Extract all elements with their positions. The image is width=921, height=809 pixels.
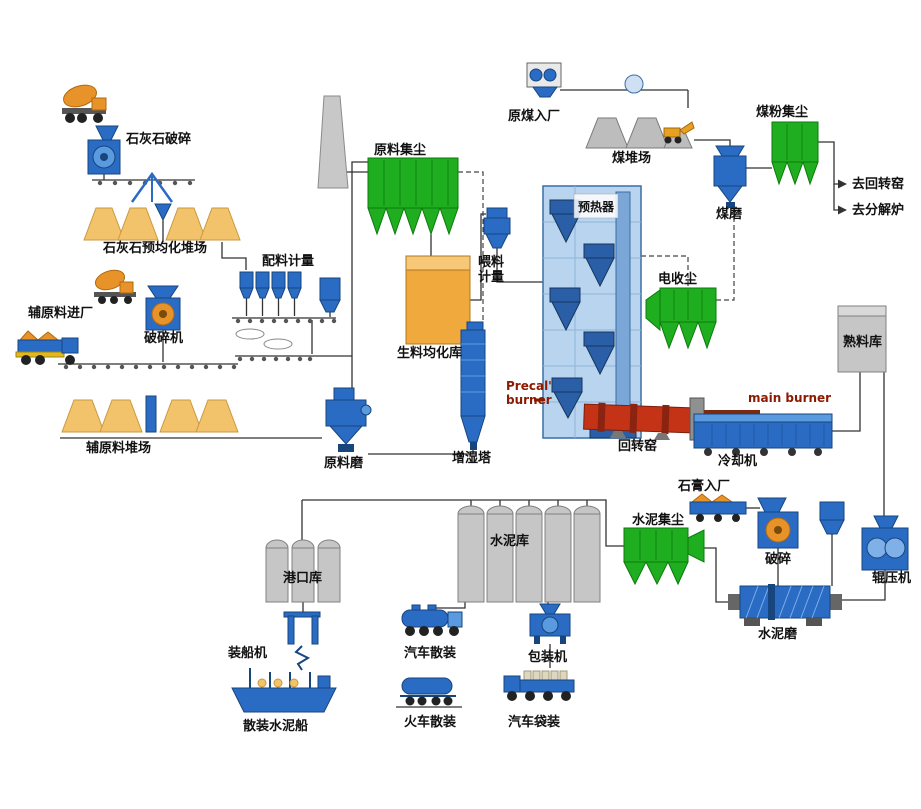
label-port-silo: 港口库 xyxy=(283,570,322,586)
label-main-burner: main burner xyxy=(748,391,831,405)
raw-dust-collector xyxy=(367,157,459,236)
label-clinker-silo: 熟料库 xyxy=(843,334,882,350)
label-feed-meter-2: 计量 xyxy=(478,269,504,285)
label-truck-bulk: 汽车散装 xyxy=(404,645,456,661)
label-gypsum-in: 石膏入厂 xyxy=(677,478,730,494)
humidifying-tower xyxy=(460,321,486,450)
roller-press xyxy=(861,515,909,571)
label-truck-bag: 汽车袋装 xyxy=(508,714,560,730)
limestone-stacker xyxy=(130,171,174,203)
bulk-rail-car xyxy=(396,677,462,708)
cement-dust-collector xyxy=(623,527,705,586)
label-cement-dust: 水泥集尘 xyxy=(632,512,684,528)
electrostatic-precipitator xyxy=(645,287,717,350)
label-crusher-machine: 破碎机 xyxy=(144,330,183,346)
rotary-kiln xyxy=(583,402,693,435)
label-raw-silo: 生料均化库 xyxy=(397,345,462,361)
batching-hoppers xyxy=(239,271,302,299)
limestone-piles xyxy=(83,203,241,242)
label-ep: 电收尘 xyxy=(658,271,697,287)
coal-receiving-crusher xyxy=(526,62,562,98)
label-train-bulk: 火车散装 xyxy=(404,714,456,730)
flow-lines xyxy=(58,89,886,668)
aux-material-piles xyxy=(61,395,239,433)
gypsum-truck xyxy=(689,493,747,522)
label-coal-mill: 煤磨 xyxy=(716,206,742,222)
label-raw-mill: 原料磨 xyxy=(324,455,363,471)
aux-dump-truck xyxy=(15,330,79,365)
ship-loader xyxy=(283,611,321,671)
kiln-support xyxy=(654,433,670,440)
label-precal-burner-1: Precal' xyxy=(506,379,552,393)
label-aux-in: 辅原料进厂 xyxy=(28,305,93,321)
label-raw-dust: 原料集尘 xyxy=(374,142,426,158)
coal-dust-collector xyxy=(771,121,819,186)
cement-silos xyxy=(457,505,601,603)
aux-mixer-truck xyxy=(94,269,136,304)
batching-feeders xyxy=(235,328,293,350)
label-cooler: 冷却机 xyxy=(718,453,757,469)
packing-machine xyxy=(529,603,571,644)
label-aux-yard: 辅原料堆场 xyxy=(86,440,151,456)
label-packer: 包装机 xyxy=(528,649,567,665)
label-to-calciner: 去分解炉 xyxy=(852,202,904,218)
clinker-silo xyxy=(837,305,887,373)
label-crushing: 破碎 xyxy=(765,551,791,567)
limestone-mixer-truck xyxy=(62,84,107,123)
cement-mill xyxy=(728,584,842,626)
bulk-truck xyxy=(401,604,463,636)
label-humidifier: 增湿塔 xyxy=(452,450,492,466)
conveyor-rollers xyxy=(63,180,337,370)
label-limestone-crushing: 石灰石破碎 xyxy=(125,131,191,147)
limestone-feed-hopper xyxy=(95,125,119,141)
wheel-loader xyxy=(663,121,695,144)
raw-mill xyxy=(325,387,372,452)
kiln-support xyxy=(610,431,626,438)
feed-metering-hopper xyxy=(483,207,511,249)
label-rotary-kiln: 回转窑 xyxy=(618,438,657,454)
clinker-cooler xyxy=(693,413,833,456)
raw-meal-silo xyxy=(405,255,471,345)
preheater-tower xyxy=(542,185,642,439)
main-burner-pipe xyxy=(704,410,760,415)
label-roller-press: 辊压机 xyxy=(872,570,911,586)
label-bulk-ship: 散装水泥船 xyxy=(243,718,308,734)
stack-chimney xyxy=(317,95,349,189)
label-coal-dust: 煤粉集尘 xyxy=(756,104,808,120)
label-to-kiln: 去回转窑 xyxy=(852,176,904,192)
label-batching: 配料计量 xyxy=(262,253,314,269)
bulk-cement-ship xyxy=(231,668,337,713)
port-silos xyxy=(265,539,341,603)
label-precal-burner-2: burner xyxy=(506,393,552,407)
label-preheater: 预热器 xyxy=(578,199,615,214)
label-feed-meter-1: 喂料 xyxy=(478,254,504,270)
label-ship-loader: 装船机 xyxy=(227,645,267,661)
label-limestone-yard: 石灰石预均化堆场 xyxy=(102,240,207,256)
clinker-feed-hopper xyxy=(819,501,845,535)
coal-mill xyxy=(713,145,747,208)
bag-truck xyxy=(503,670,575,701)
label-cement-mill: 水泥磨 xyxy=(758,626,797,642)
label-coal-yard: 煤堆场 xyxy=(612,150,651,166)
label-coal-in: 原煤入厂 xyxy=(508,108,560,124)
gypsum-crusher xyxy=(757,497,799,549)
label-cement-silo: 水泥库 xyxy=(490,533,529,549)
conveyor-pulley xyxy=(624,74,644,94)
aux-crusher xyxy=(145,285,181,331)
limestone-crusher xyxy=(87,139,121,175)
batching-side-hopper xyxy=(319,277,341,313)
